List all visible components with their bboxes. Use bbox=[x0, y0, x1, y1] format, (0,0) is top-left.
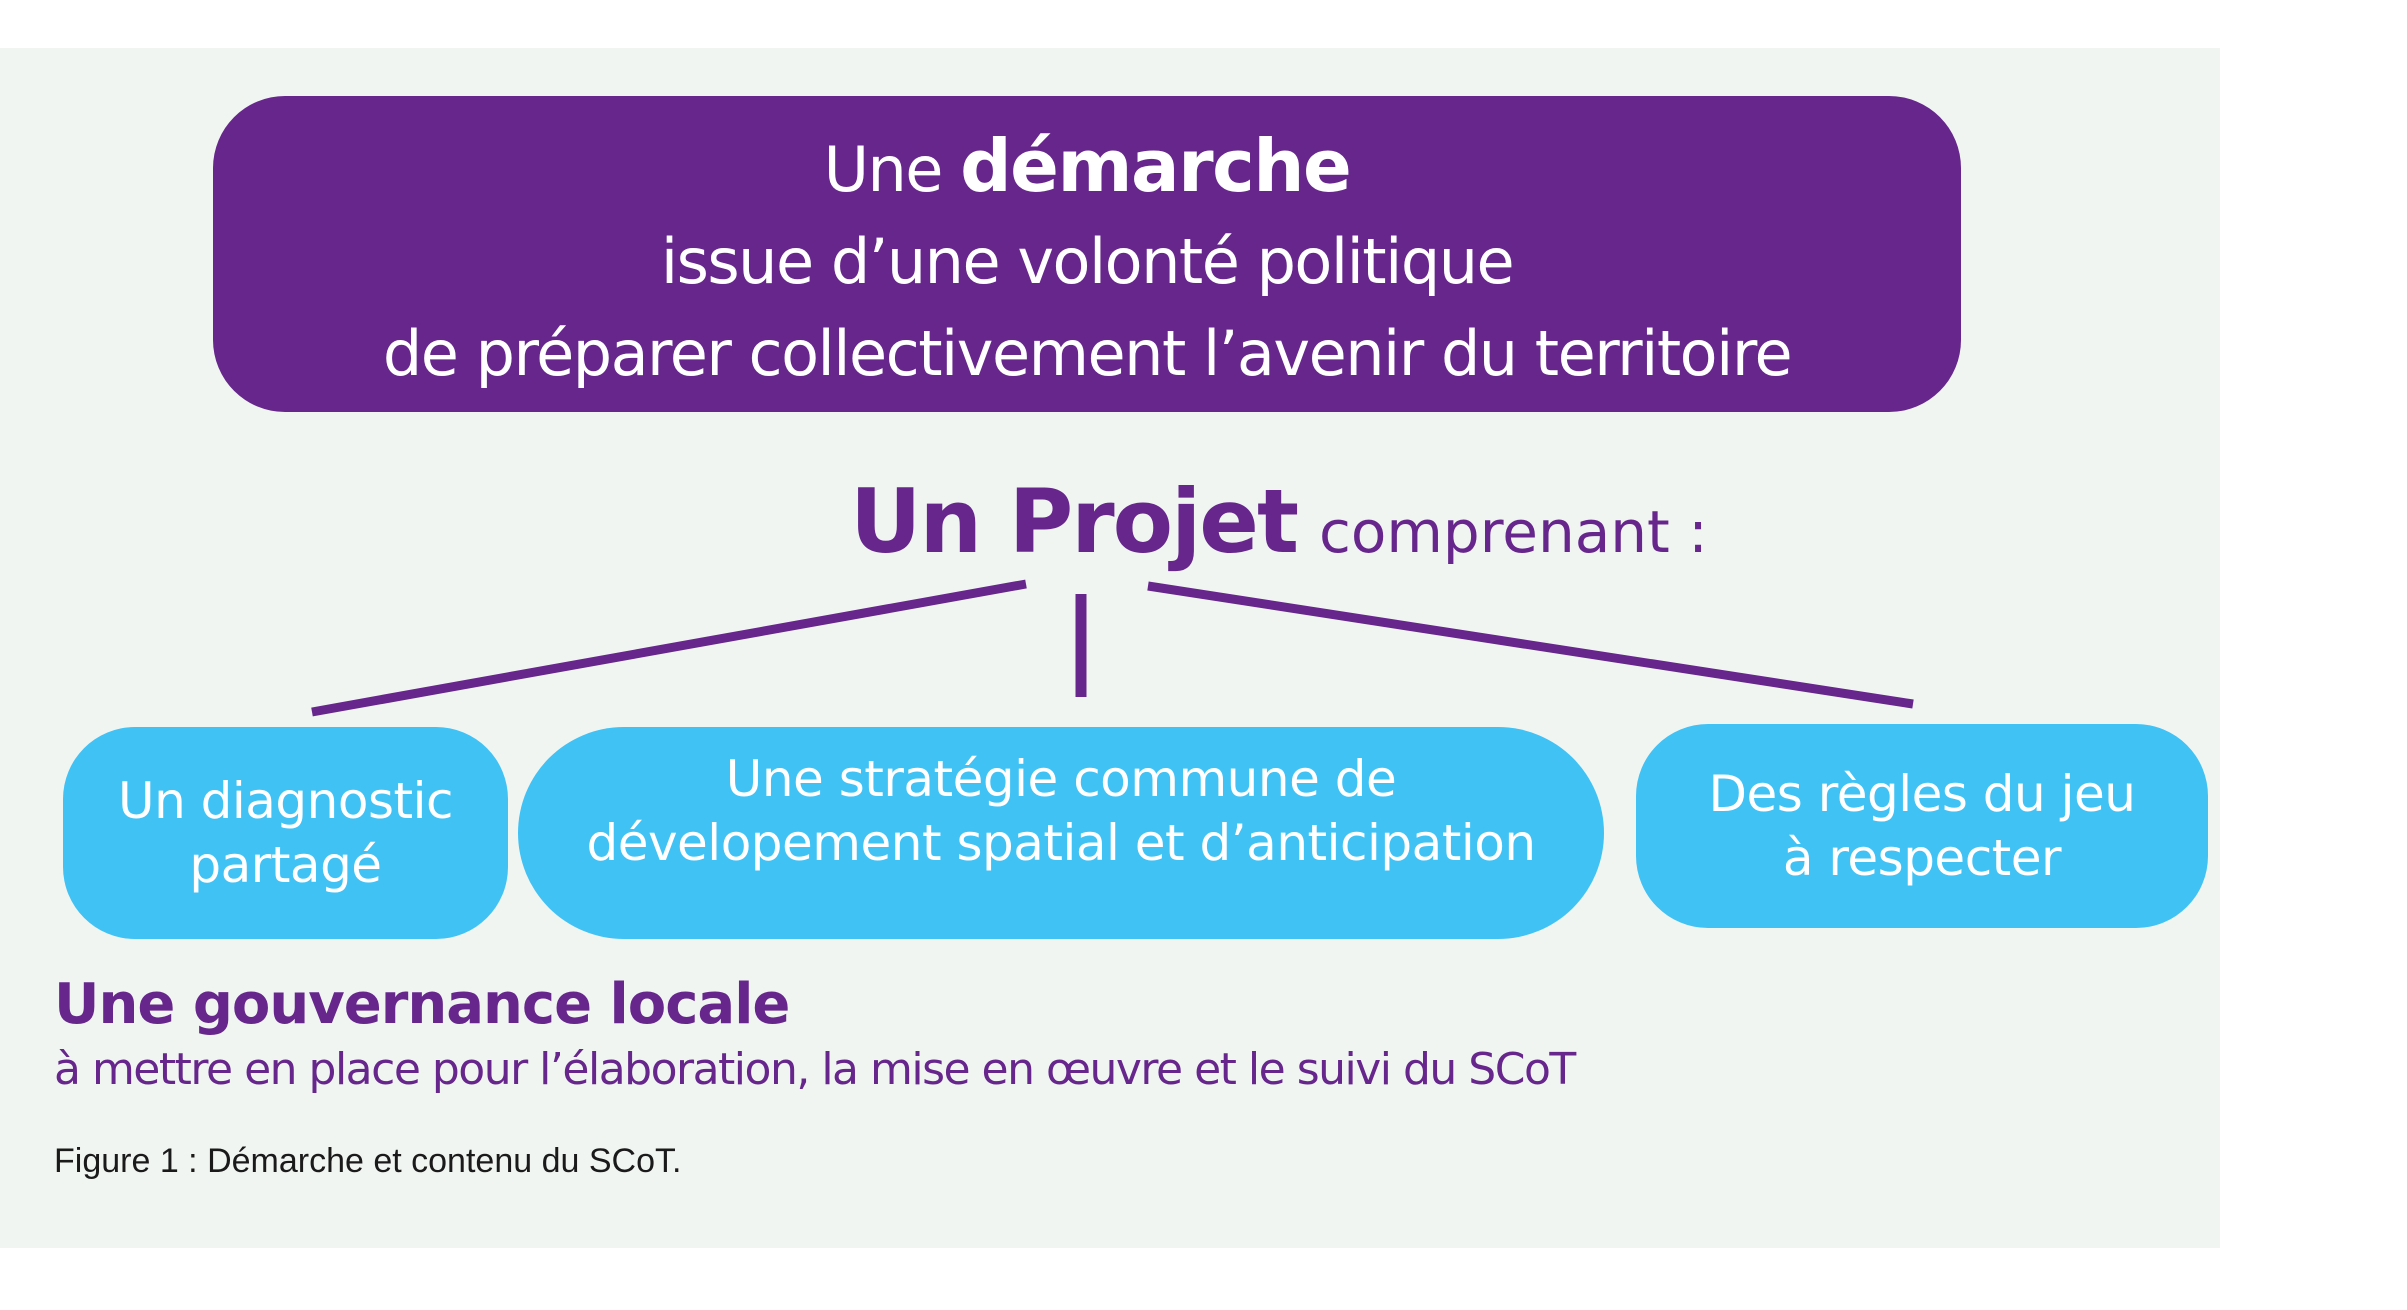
demarche-keyword: démarche bbox=[960, 124, 1352, 208]
project-heading: Un Projet comprenant : bbox=[850, 470, 1708, 573]
component-strategie-line2: dévelopement spatial et d’anticipation bbox=[586, 814, 1536, 872]
component-regles-line2: à respecter bbox=[1782, 829, 2062, 887]
component-diagnostic-line2: partagé bbox=[189, 836, 382, 894]
component-strategie-line1: Une stratégie commune de bbox=[725, 750, 1397, 808]
governance-title: Une gouvernance locale bbox=[54, 972, 790, 1037]
component-strategie: Une stratégie commune de dévelopement sp… bbox=[518, 727, 1604, 939]
component-diagnostic-line1: Un diagnostic bbox=[117, 772, 454, 830]
component-diagnostic: Un diagnostic partagé bbox=[63, 727, 508, 939]
governance-subtitle: à mettre en place pour l’élaboration, la… bbox=[54, 1044, 1576, 1095]
connector-left bbox=[311, 579, 1027, 717]
component-regles-line1: Des règles du jeu bbox=[1708, 765, 2136, 823]
figure-caption: Figure 1 : Démarche et contenu du SCoT. bbox=[54, 1142, 682, 1180]
component-regles: Des règles du jeu à respecter bbox=[1636, 724, 2208, 928]
project-heading-rest: comprenant : bbox=[1319, 498, 1708, 566]
connector-right bbox=[1147, 581, 1914, 709]
demarche-line-3: de préparer collectivement l’avenir du t… bbox=[382, 317, 1793, 390]
demarche-line-2: issue d’une volonté politique bbox=[660, 225, 1515, 298]
demarche-line-1: Une démarche bbox=[823, 124, 1352, 208]
project-heading-strong: Un Projet bbox=[850, 470, 1299, 573]
demarche-box: Une démarche issue d’une volonté politiq… bbox=[213, 96, 1961, 412]
